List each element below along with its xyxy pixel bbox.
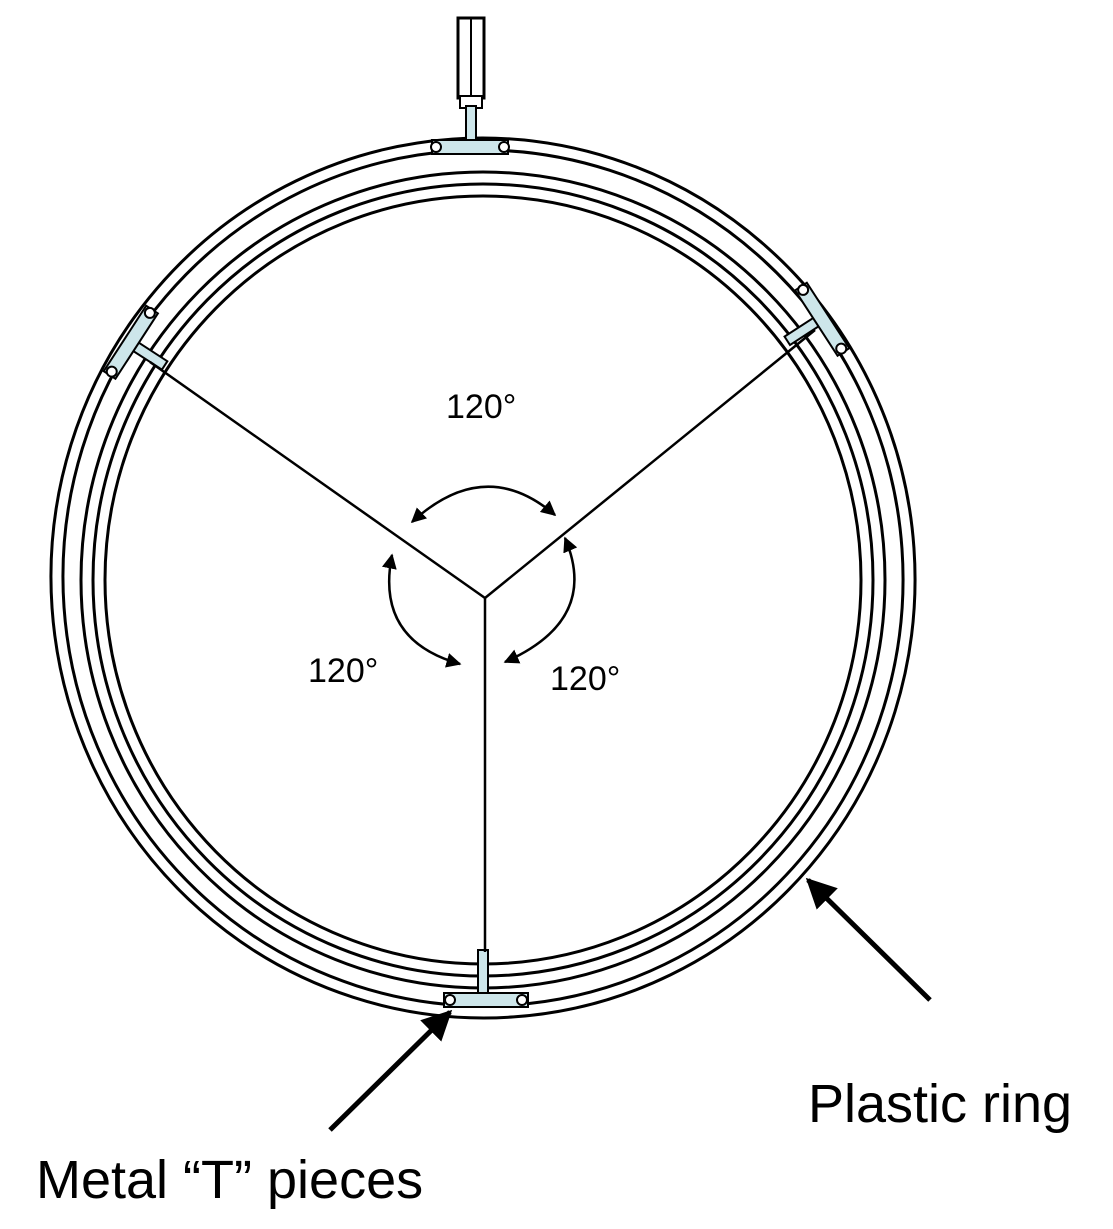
arc-left bbox=[382, 553, 462, 668]
angle-label-right: 120° bbox=[550, 660, 620, 698]
angle-arcs bbox=[382, 485, 578, 668]
arc-right bbox=[503, 536, 578, 664]
t-pieces-arrow bbox=[328, 1009, 453, 1132]
angle-label-top: 120° bbox=[446, 388, 516, 426]
plastic-ring bbox=[49, 136, 917, 1020]
t-piece-right bbox=[783, 281, 851, 358]
spoke-right bbox=[484, 329, 816, 599]
plastic-ring-arrow bbox=[805, 877, 932, 1002]
angle-label-left: 120° bbox=[308, 652, 378, 690]
t-piece-left bbox=[102, 304, 169, 381]
callout-arrows bbox=[328, 877, 932, 1132]
plastic-ring-label: Plastic ring bbox=[808, 1074, 1072, 1134]
spoke-left bbox=[149, 360, 486, 600]
t-piece-top bbox=[430, 105, 510, 155]
t-piece-bottom bbox=[443, 949, 529, 1008]
metal-t-pieces-label: Metal “T” pieces bbox=[36, 1150, 423, 1210]
arc-top bbox=[410, 485, 557, 524]
suspension-rod bbox=[456, 16, 486, 109]
